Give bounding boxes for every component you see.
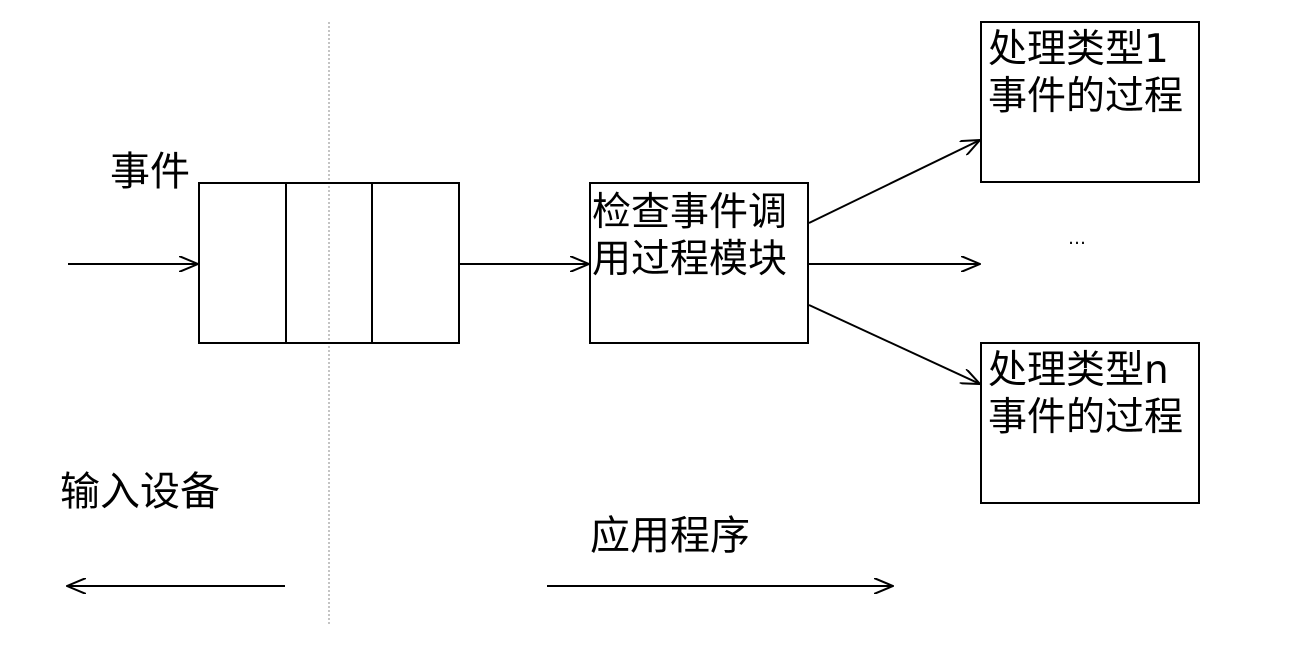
handler-n-line-2: 事件的过程 [988, 395, 1184, 440]
handler-n-line-1: 处理类型n [988, 348, 1169, 393]
handler-1-line-2: 事件的过程 [988, 74, 1184, 119]
check-module-line-1: 检查事件调 [592, 190, 788, 235]
arrow-to-handler-n [808, 304, 980, 384]
handler-1-box [980, 21, 1200, 183]
application-label: 应用程序 [590, 513, 750, 559]
arrow-to-handler-1 [808, 140, 980, 224]
check-module-label: 检查事件调 用过程模块 [592, 189, 787, 283]
handler-1-line-1: 处理类型1 [988, 27, 1169, 72]
handler-n-label: 处理类型n 事件的过程 [988, 347, 1183, 441]
event-label: 事件 [110, 149, 190, 195]
handler-1-label: 处理类型1 事件的过程 [988, 26, 1183, 120]
handler-n-box [980, 342, 1200, 504]
event-queue [198, 182, 460, 344]
check-module-box [589, 182, 809, 344]
ellipsis-label: … [1068, 228, 1086, 249]
check-module-line-2: 用过程模块 [592, 237, 788, 282]
input-device-label: 输入设备 [60, 469, 220, 515]
